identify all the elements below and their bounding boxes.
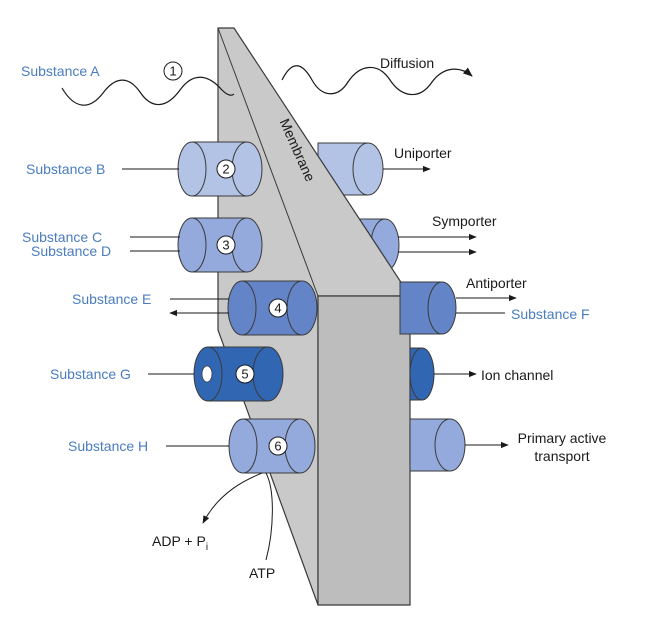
substance-c-label: Substance C	[22, 229, 102, 245]
symporter-protein-left	[177, 217, 263, 273]
number-6: 6	[274, 439, 281, 454]
number-3: 3	[222, 238, 229, 253]
ion-channel-pore	[201, 365, 213, 383]
membrane-front-face	[317, 295, 411, 606]
uniporter-protein-left	[177, 141, 263, 197]
primary-active-label-line2: transport	[534, 448, 589, 464]
uniporter-label: Uniporter	[394, 145, 452, 161]
primary-active-protein-right	[409, 418, 466, 472]
substance-b-label: Substance B	[26, 161, 105, 177]
number-circles: 1 2 3 4 5 6	[163, 61, 288, 456]
antiporter-protein-left	[227, 280, 318, 336]
ion-channel-protein-right	[409, 347, 435, 401]
symporter-label: Symporter	[432, 213, 497, 229]
substance-g-label: Substance G	[50, 366, 131, 382]
diffusion-wave-right	[281, 65, 473, 96]
substance-e-label: Substance E	[72, 291, 151, 307]
substance-d-label: Substance D	[31, 243, 111, 259]
membrane-edge	[217, 27, 319, 297]
antiporter-label: Antiporter	[466, 275, 527, 291]
primary-active-label-line1: Primary active	[518, 430, 607, 446]
diffusion-label: Diffusion	[380, 55, 434, 71]
diffusion-wave-left	[61, 76, 235, 106]
ion-channel-label: Ion channel	[481, 367, 553, 383]
adp-label: ADP + Pi	[152, 533, 208, 553]
number-2: 2	[222, 162, 229, 177]
number-5: 5	[241, 367, 248, 382]
atp-label: ATP	[249, 565, 275, 581]
antiporter-protein-right	[399, 281, 457, 335]
substance-f-label: Substance F	[511, 306, 590, 322]
substance-a-label: Substance A	[21, 63, 100, 79]
number-1: 1	[169, 64, 176, 79]
substance-h-label: Substance H	[68, 438, 148, 454]
arrows	[122, 165, 517, 561]
number-4: 4	[274, 301, 281, 316]
